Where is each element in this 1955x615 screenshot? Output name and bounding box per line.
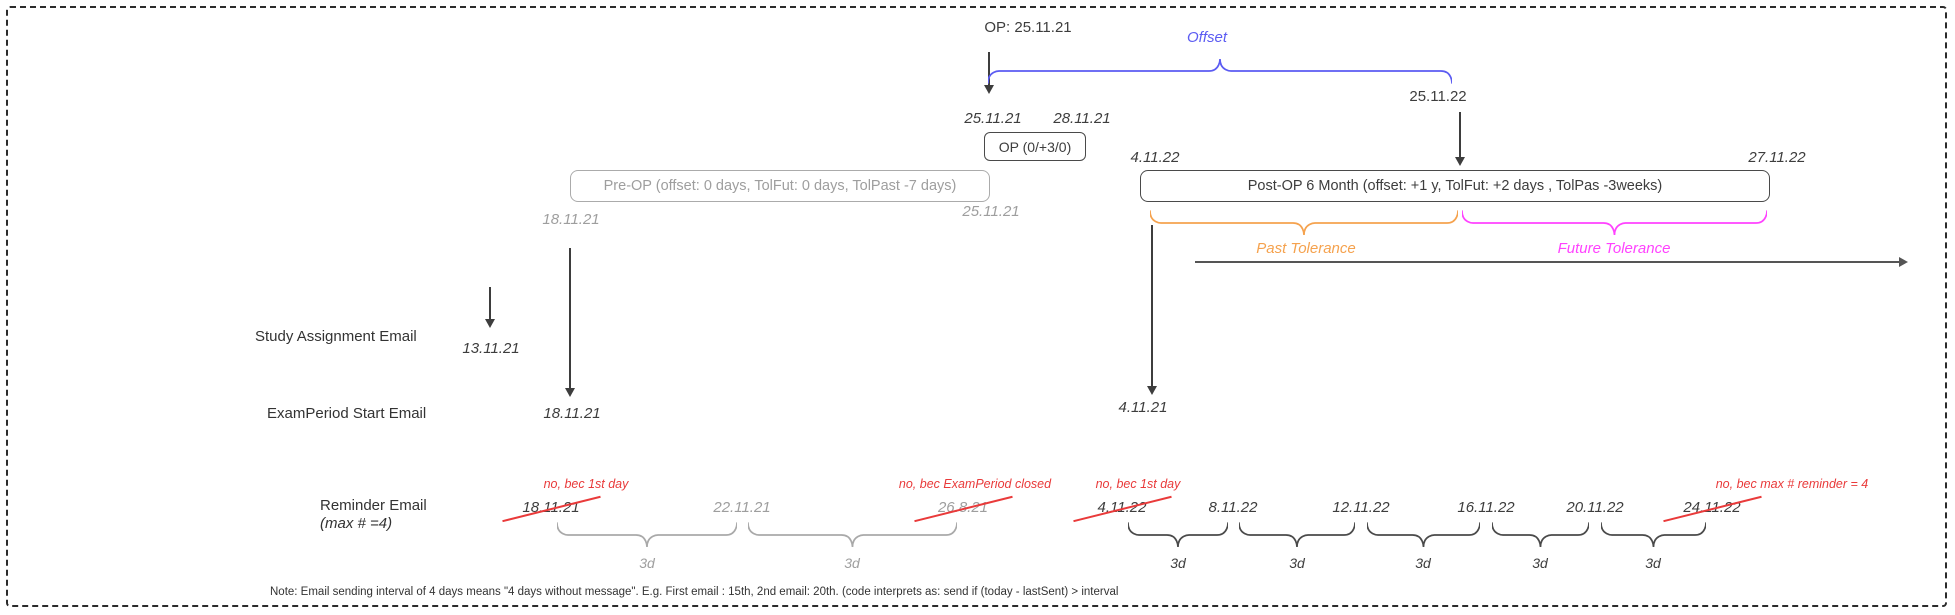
interval-brace bbox=[1128, 522, 1228, 548]
reminder-date: 26.8.21 bbox=[903, 495, 1023, 523]
study-assignment-date: 13.11.21 bbox=[462, 340, 520, 357]
offset-brace bbox=[988, 58, 1452, 84]
interval-brace bbox=[1239, 522, 1355, 548]
post-op-end-date: 27.11.22 bbox=[1748, 149, 1806, 166]
exam-period-pre-arrow bbox=[564, 248, 576, 397]
past-tolerance-brace bbox=[1150, 210, 1458, 236]
reminder-date: 16.11.22 bbox=[1457, 499, 1515, 516]
offset-end-arrow bbox=[1454, 112, 1466, 166]
interval-brace bbox=[557, 522, 737, 548]
op-window-end-date: 28.11.21 bbox=[1053, 110, 1111, 127]
reminder-date: 8.11.22 bbox=[1208, 499, 1258, 516]
future-tolerance-brace bbox=[1462, 210, 1767, 236]
interval-label: 3d bbox=[1415, 555, 1431, 571]
post-op-start-date: 4.11.22 bbox=[1130, 149, 1180, 166]
reminder-note: no, bec max # reminder = 4 bbox=[1715, 477, 1869, 491]
reminder-date: 22.11.21 bbox=[713, 499, 771, 516]
exam-period-post-date: 4.11.21 bbox=[1118, 399, 1168, 416]
future-tolerance-label: Future Tolerance bbox=[1557, 240, 1671, 257]
reminder-date: 18.11.21 bbox=[491, 495, 611, 523]
interval-label: 3d bbox=[1289, 555, 1305, 571]
timeline-arrow bbox=[1195, 256, 1908, 268]
reminder-max-label: (max # =4) bbox=[320, 515, 393, 532]
pre-op-start-date: 18.11.21 bbox=[542, 211, 600, 228]
footnote: Note: Email sending interval of 4 days m… bbox=[270, 586, 1119, 598]
dashed-border bbox=[6, 6, 1947, 607]
study-assignment-label: Study Assignment Email bbox=[255, 328, 417, 345]
reminder-date: 12.11.22 bbox=[1332, 499, 1390, 516]
post-op-box: Post-OP 6 Month (offset: +1 y, TolFut: +… bbox=[1140, 170, 1770, 202]
reminder-date: 24.11.22 bbox=[1652, 495, 1772, 523]
past-tolerance-label: Past Tolerance bbox=[1256, 240, 1356, 257]
reminder-note: no, bec ExamPeriod closed bbox=[898, 477, 1052, 491]
offset-end-date: 25.11.22 bbox=[1409, 88, 1467, 105]
interval-brace bbox=[1367, 522, 1480, 548]
pre-op-end-date: 25.11.21 bbox=[962, 203, 1020, 220]
reminder-date: 20.11.22 bbox=[1566, 499, 1624, 516]
interval-brace bbox=[748, 522, 957, 548]
study-assignment-arrow bbox=[484, 287, 496, 328]
exam-period-pre-date: 18.11.21 bbox=[543, 405, 601, 422]
reminder-date: 4.11.22 bbox=[1062, 495, 1182, 523]
op-arrow bbox=[983, 52, 995, 94]
reminder-note: no, bec 1st day bbox=[1095, 477, 1181, 491]
offset-label: Offset bbox=[1186, 29, 1227, 46]
exam-period-label: ExamPeriod Start Email bbox=[267, 405, 427, 422]
reminder-note: no, bec 1st day bbox=[543, 477, 629, 491]
op-window-start-date: 25.11.21 bbox=[964, 110, 1022, 127]
interval-label: 3d bbox=[1645, 555, 1661, 571]
op-box: OP (0/+3/0) bbox=[984, 132, 1086, 161]
pre-op-box: Pre-OP (offset: 0 days, TolFut: 0 days, … bbox=[570, 170, 990, 202]
interval-brace bbox=[1492, 522, 1589, 548]
reminder-label: Reminder Email bbox=[320, 497, 427, 514]
op-date-label: OP: 25.11.21 bbox=[984, 19, 1072, 36]
interval-label: 3d bbox=[1532, 555, 1548, 571]
interval-label: 3d bbox=[639, 555, 655, 571]
interval-label: 3d bbox=[844, 555, 860, 571]
exam-period-post-arrow bbox=[1146, 225, 1158, 395]
interval-label: 3d bbox=[1170, 555, 1186, 571]
interval-brace bbox=[1601, 522, 1706, 548]
